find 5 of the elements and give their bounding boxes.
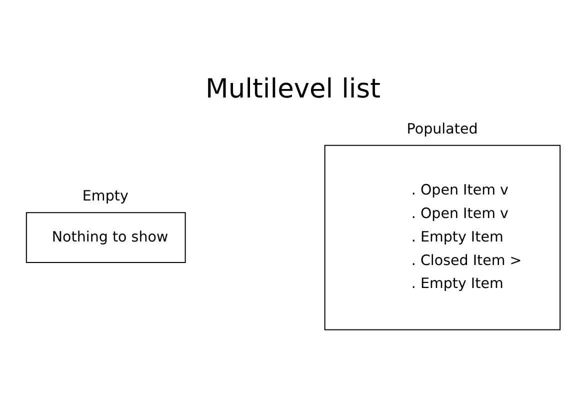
node-label: Empty	[82, 188, 128, 205]
diagram-title: Multilevel list	[206, 73, 380, 104]
node-box: Nothing to show	[26, 212, 186, 264]
node-label: Populated	[406, 121, 478, 138]
node-box: . Open Item v . Open Item v . Empty Item . Closed Item > . Empty Item	[324, 144, 561, 330]
